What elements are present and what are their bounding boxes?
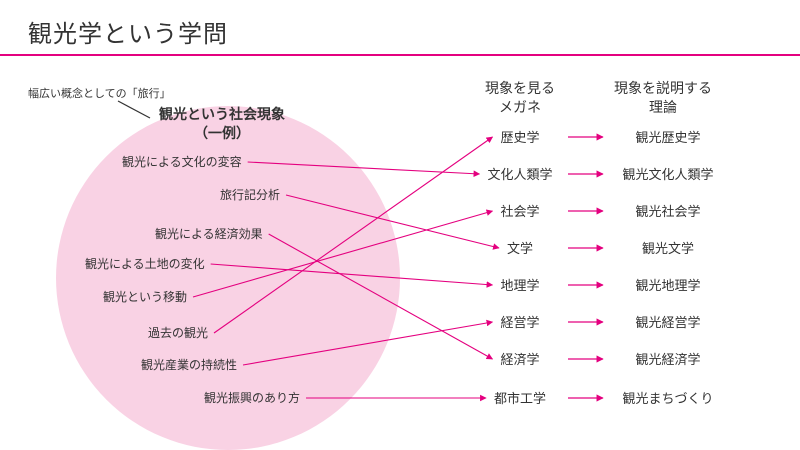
phenomenon-list: 観光による文化の変容旅行記分析観光による経済効果観光による土地の変化観光という移… [85,154,300,405]
phenomenon-item: 観光振興のあり方 [204,390,300,405]
circle-heading-sub: （一例） [194,125,250,142]
phenomenon-item: 観光による経済効果 [155,226,263,241]
theory-label: 観光歴史学 [635,130,700,146]
discipline-label: 経営学 [500,315,539,331]
discipline-label: 地理学 [500,278,539,294]
theory-label: 観光経営学 [635,315,700,331]
theory-column-header: 現象を説明する [614,81,712,97]
phenomenon-to-discipline-arrow [285,194,500,250]
discipline-label: 歴史学 [500,130,539,146]
theory-label: 観光経済学 [635,352,700,368]
discipline-label: 文化人類学 [487,167,552,183]
theory-label: 観光文化人類学 [622,167,713,183]
title-underline [0,54,800,56]
circle-heading: 観光という社会現象 [159,106,285,123]
phenomenon-item: 観光産業の持続性 [141,357,237,372]
callout-label: 幅広い概念としての「旅行」 [28,86,171,100]
phenomenon-to-discipline-arrow [213,136,494,334]
theory-label: 観光まちづくり [622,392,713,407]
phenomenon-item: 過去の観光 [148,326,208,340]
theory-label: 観光文学 [642,241,694,257]
phenomenon-item: 観光という移動 [103,290,187,304]
discipline-label: 文学 [507,241,533,257]
theory-column-header-sub: 理論 [649,100,677,116]
phenomenon-connectors [192,136,500,402]
phenomenon-item: 観光による文化の変容 [122,154,242,169]
phenomenon-to-discipline-arrow [268,233,494,360]
phenomenon-to-discipline-arrow [210,263,494,288]
page-title: 観光学という学問 [28,20,228,48]
phenomenon-to-discipline-arrow [247,161,481,177]
theory-label: 観光地理学 [635,278,700,294]
theory-label: 観光社会学 [635,204,700,220]
phenomenon-item: 観光による土地の変化 [85,256,205,271]
discipline-label: 社会学 [500,204,539,220]
phenomenon-to-discipline-arrow [242,319,494,366]
phenomena-circle [56,106,400,450]
phenomenon-item: 旅行記分析 [220,187,280,202]
discipline-label: 都市工学 [494,391,546,407]
callout-pointer-line [117,100,151,119]
lens-column-header: 現象を見る [485,81,555,97]
discipline-theory-arrows [568,133,604,402]
lens-column-header-sub: メガネ [499,100,541,116]
theory-list: 観光歴史学観光文化人類学観光社会学観光文学観光地理学観光経営学観光経済学観光まち… [622,130,713,407]
phenomenon-to-discipline-arrow [192,209,494,298]
discipline-label: 経済学 [500,352,539,368]
